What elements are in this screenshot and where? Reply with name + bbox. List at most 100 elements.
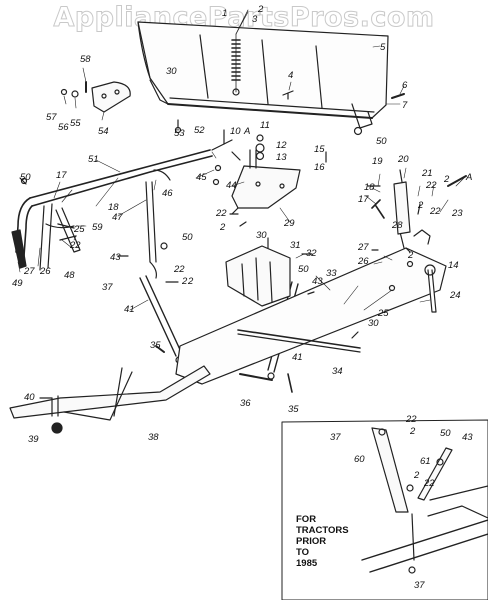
callout-2-e: 2 [417, 200, 424, 211]
callout-36: 36 [240, 398, 251, 409]
callout-14: 14 [448, 260, 459, 271]
callout-labels: 1 2 3 4 5 6 7 50 30 53 52 10 A 11 12 13 … [12, 4, 472, 445]
callout-26-a: 26 [39, 266, 51, 277]
callout-27-b: 27 [357, 242, 369, 253]
callout-12: 12 [276, 140, 287, 151]
lift-handle-assembly [11, 139, 233, 271]
crossbar-34 [237, 329, 361, 353]
callout-18-b: 18 [364, 182, 375, 193]
callout-22-a: 22 [69, 240, 81, 251]
inset-note-line-4: TO [296, 547, 310, 558]
callout-32: 32 [306, 248, 317, 259]
callout-1: 1 [222, 8, 227, 19]
callout-57: 57 [46, 112, 57, 123]
inset-callout-37-b: 37 [414, 580, 425, 591]
callout-18-a: 18 [108, 202, 119, 213]
callout-34: 34 [332, 366, 343, 377]
inset-callout-22-b: 22 [423, 478, 435, 489]
callout-39: 39 [28, 434, 39, 445]
callout-43-b: 43 [312, 276, 323, 287]
callout-30-b: 30 [256, 230, 267, 241]
inset-callout-50: 50 [440, 428, 451, 439]
callout-52: 52 [194, 125, 205, 136]
callout-44: 44 [226, 180, 237, 191]
bracket-32 [225, 245, 291, 307]
callout-53: 53 [174, 128, 185, 139]
callout-51: 51 [88, 154, 99, 165]
callout-4: 4 [288, 70, 293, 81]
callout-50-b: 50 [20, 172, 31, 183]
callout-10: 10 [230, 126, 241, 137]
callout-48: 48 [64, 270, 75, 281]
inset-note: FOR TRACTORS PRIOR TO 1985 [296, 514, 376, 569]
callout-2-f: 2 [407, 250, 414, 261]
callout-22-c: 22 [215, 208, 227, 219]
callout-3: 3 [252, 14, 258, 25]
callout-7: 7 [402, 100, 408, 111]
inset-panel [281, 419, 488, 600]
bracket-29 [231, 134, 301, 215]
callout-35-a: 35 [150, 340, 161, 351]
callout-25-a: 25 [73, 224, 85, 235]
callout-35-b: 35 [288, 404, 299, 415]
callout-38: 38 [148, 432, 159, 443]
callout-41-a: 41 [124, 304, 135, 315]
callout-26-b: 26 [357, 256, 369, 267]
push-frame-38 [9, 365, 211, 434]
pins [155, 345, 293, 393]
misc-hardware [19, 129, 359, 399]
callout-37-a: 37 [102, 282, 113, 293]
inset-note-line-5: 1985 [296, 558, 318, 569]
callout-22-e: 22 [429, 206, 441, 217]
callout-41-b: 41 [292, 352, 303, 363]
callout-17-a: 17 [56, 170, 67, 181]
callout-22-b: 22 [173, 264, 185, 275]
callout-24: 24 [449, 290, 461, 301]
callout-2-d: 2 [219, 222, 226, 233]
callout-A-1: A [243, 126, 250, 137]
callout-47: 47 [112, 212, 123, 223]
inset-callouts: 37 22 2 50 43 60 61 2 22 37 [330, 414, 473, 591]
inset-callout-61: 61 [420, 456, 431, 467]
callout-2: 2 [257, 4, 264, 15]
callout-50-c: 50 [182, 232, 193, 243]
callout-27-a: 27 [23, 266, 35, 277]
callout-19: 19 [372, 156, 383, 167]
inset-callout-22: 22 [405, 414, 417, 425]
callout-2-g: 2 [187, 276, 194, 287]
callout-49: 49 [12, 278, 23, 289]
callout-2-c: 2 [181, 276, 188, 287]
callout-A-2: A [465, 172, 472, 183]
callout-50-d: 50 [298, 264, 309, 275]
callout-28: 28 [391, 220, 403, 231]
callout-50-a: 50 [376, 136, 387, 147]
callout-29: 29 [283, 218, 295, 229]
callout-46: 46 [162, 188, 173, 199]
inset-note-line-2: TRACTORS [296, 525, 349, 536]
callout-59: 59 [92, 222, 103, 233]
spring-3 [231, 9, 249, 96]
callout-21: 21 [421, 168, 433, 179]
callout-20: 20 [397, 154, 409, 165]
inset-callout-37-a: 37 [330, 432, 341, 443]
inset-note-line-3: PRIOR [296, 536, 327, 547]
callout-30-c: 30 [368, 318, 379, 329]
inset-callout-2-b: 2 [413, 470, 420, 481]
callout-54: 54 [98, 126, 109, 137]
inset-callout-60: 60 [354, 454, 365, 465]
leader-lines [17, 11, 467, 311]
callout-30-a: 30 [166, 66, 177, 77]
callout-31: 31 [290, 240, 301, 251]
blade-hardware [174, 90, 405, 136]
callout-58: 58 [80, 54, 91, 65]
callout-56: 56 [58, 122, 69, 133]
callout-40: 40 [24, 392, 35, 403]
callout-2-b: 2 [443, 174, 450, 185]
callout-33: 33 [326, 268, 337, 279]
inset-callout-43: 43 [462, 432, 473, 443]
callout-16: 16 [314, 162, 325, 173]
callout-43-a: 43 [110, 252, 121, 263]
frame-33 [175, 229, 447, 385]
